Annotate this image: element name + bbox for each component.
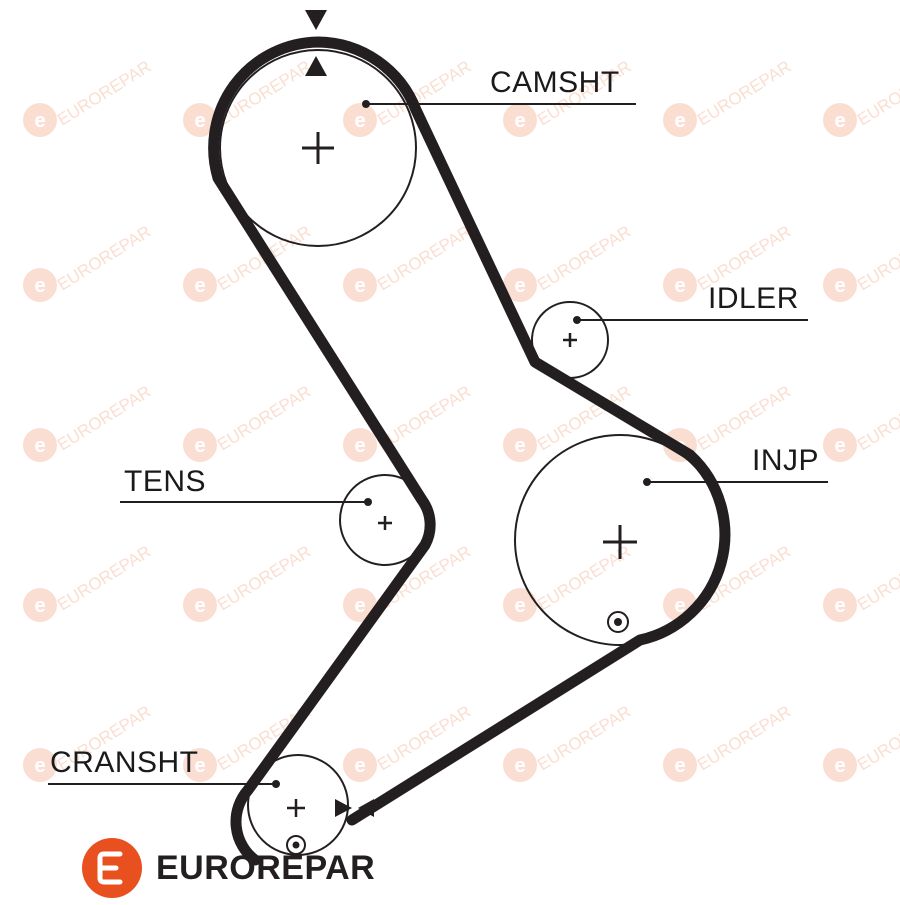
crankshaft-arrow-left-icon <box>358 799 374 817</box>
injection-pump-center-mark <box>603 525 637 559</box>
svg-text:EUROREPAR: EUROREPAR <box>534 222 634 295</box>
svg-text:EUROREPAR: EUROREPAR <box>214 542 314 615</box>
svg-text:e: e <box>194 275 205 297</box>
watermark-mark: e EUROREPAR <box>343 222 474 302</box>
svg-text:e: e <box>34 755 45 777</box>
svg-text:e: e <box>194 435 205 457</box>
crankshaft-center-mark <box>287 799 305 817</box>
idler-label: IDLER <box>708 282 799 315</box>
camshaft-top-arrow-up-icon <box>305 56 327 76</box>
watermark-mark: e EUROREPAR <box>183 382 314 462</box>
svg-text:EUROREPAR: EUROREPAR <box>854 382 900 455</box>
tensioner-center-mark <box>378 516 392 530</box>
injection-pump-label: INJP <box>752 444 820 477</box>
brand-name: EUROREPAR <box>156 848 376 887</box>
svg-text:e: e <box>34 435 45 457</box>
svg-text:e: e <box>354 275 365 297</box>
watermark-mark: e EUROREPAR <box>823 222 900 302</box>
svg-text:EUROREPAR: EUROREPAR <box>374 222 474 295</box>
svg-text:e: e <box>674 275 685 297</box>
svg-text:e: e <box>514 435 525 457</box>
svg-text:EUROREPAR: EUROREPAR <box>54 382 154 455</box>
svg-text:e: e <box>354 595 365 617</box>
svg-text:EUROREPAR: EUROREPAR <box>54 222 154 295</box>
watermark-mark: e EUROREPAR <box>823 542 900 622</box>
camshaft-center-mark <box>302 132 334 164</box>
watermark-mark: e EUROREPAR <box>823 702 900 782</box>
crankshaft-pulley <box>247 754 349 856</box>
crankshaft-timing-mark <box>286 835 306 855</box>
tensioner-label: TENS <box>124 465 207 498</box>
svg-text:e: e <box>834 275 845 297</box>
svg-text:e: e <box>674 755 685 777</box>
svg-text:e: e <box>354 110 365 132</box>
svg-text:e: e <box>514 110 525 132</box>
svg-text:e: e <box>194 755 205 777</box>
svg-text:e: e <box>834 435 845 457</box>
crankshaft-label: CRANSHT <box>50 746 199 779</box>
crankshaft-arrow-right-icon <box>335 799 352 817</box>
svg-text:EUROREPAR: EUROREPAR <box>214 382 314 455</box>
svg-text:EUROREPAR: EUROREPAR <box>854 702 900 775</box>
svg-text:EUROREPAR: EUROREPAR <box>694 57 794 130</box>
svg-text:e: e <box>34 595 45 617</box>
watermark-mark: e EUROREPAR <box>503 222 634 302</box>
svg-text:e: e <box>514 595 525 617</box>
watermark-mark: e EUROREPAR <box>663 57 794 137</box>
svg-text:EUROREPAR: EUROREPAR <box>374 702 474 775</box>
timing-belt <box>208 36 731 866</box>
watermark-mark: e EUROREPAR <box>823 382 900 462</box>
camshaft-top-arrow-down-icon <box>305 10 327 30</box>
svg-text:EUROREPAR: EUROREPAR <box>854 57 900 130</box>
brand-logo: EUROREPAR <box>80 836 375 900</box>
camshaft-label: CAMSHT <box>490 66 620 99</box>
svg-text:e: e <box>834 110 845 132</box>
watermark-mark: e EUROREPAR <box>183 542 314 622</box>
svg-text:e: e <box>514 275 525 297</box>
svg-text:e: e <box>674 595 685 617</box>
svg-text:e: e <box>674 110 685 132</box>
svg-text:e: e <box>514 755 525 777</box>
svg-text:EUROREPAR: EUROREPAR <box>854 222 900 295</box>
svg-text:EUROREPAR: EUROREPAR <box>854 542 900 615</box>
watermark-mark: e EUROREPAR <box>23 382 154 462</box>
camshaft-pulley <box>219 49 417 247</box>
svg-text:e: e <box>354 755 365 777</box>
svg-text:e: e <box>834 595 845 617</box>
watermark-mark: e EUROREPAR <box>23 542 154 622</box>
svg-text:EUROREPAR: EUROREPAR <box>54 57 154 130</box>
svg-text:e: e <box>194 595 205 617</box>
svg-text:e: e <box>34 275 45 297</box>
svg-text:EUROREPAR: EUROREPAR <box>694 542 794 615</box>
svg-text:e: e <box>354 435 365 457</box>
svg-text:EUROREPAR: EUROREPAR <box>694 702 794 775</box>
idler-center-mark <box>563 333 577 347</box>
eurorepar-logo-icon <box>82 838 142 898</box>
watermark-mark: e EUROREPAR <box>23 57 154 137</box>
watermark-mark: e EUROREPAR <box>663 702 794 782</box>
watermark-mark: e EUROREPAR <box>23 222 154 302</box>
svg-text:EUROREPAR: EUROREPAR <box>54 542 154 615</box>
svg-text:e: e <box>194 110 205 132</box>
svg-text:EUROREPAR: EUROREPAR <box>534 702 634 775</box>
svg-text:e: e <box>34 110 45 132</box>
injection-pump-timing-mark <box>607 611 629 633</box>
watermark-mark: e EUROREPAR <box>343 702 474 782</box>
svg-text:e: e <box>834 755 845 777</box>
watermark-mark: e EUROREPAR <box>823 57 900 137</box>
